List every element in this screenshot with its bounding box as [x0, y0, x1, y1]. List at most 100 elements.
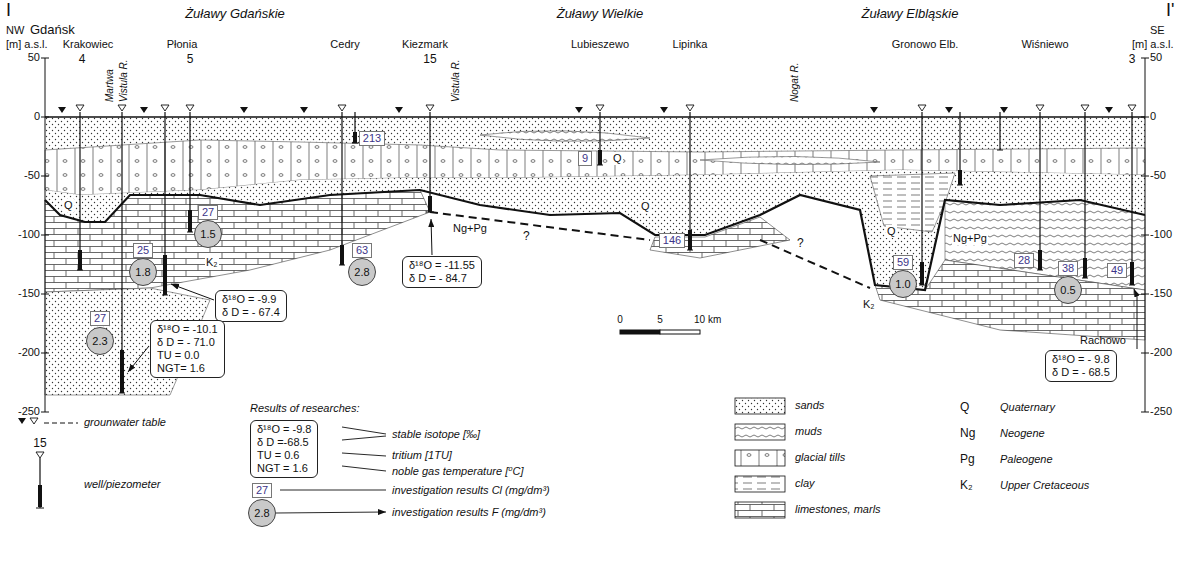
- axis-tick-label: -200: [18, 346, 40, 359]
- place-name: Gdańsk: [30, 22, 75, 37]
- legend-well-screen: [38, 485, 42, 507]
- limestone-left: [45, 190, 430, 292]
- chloride-value: 38: [1058, 261, 1078, 276]
- uncertain-mark: ?: [522, 229, 531, 243]
- axis-tick-label: -250: [1150, 405, 1172, 418]
- inferred-boundary: [430, 212, 870, 288]
- uncertain-mark: ?: [796, 236, 805, 250]
- unit-symbol: Q: [960, 400, 969, 414]
- node-text: 27: [94, 312, 106, 325]
- profile-end: I': [1166, 0, 1174, 20]
- region-name: Żuławy Elbląskie: [862, 6, 959, 21]
- ground-surface: [45, 116, 1145, 118]
- axis-tick-label: 0: [1150, 110, 1156, 123]
- leader-line: [171, 284, 214, 300]
- unit-symbol: Ng: [960, 426, 975, 440]
- node-text: 0.5: [1060, 284, 1075, 297]
- axis-ticks: [41, 58, 1149, 412]
- well-screen: [958, 170, 962, 185]
- well-name: Wiśniewo: [1021, 38, 1068, 51]
- isotope-result-box: δ¹⁸O = - 9.8δ D = - 68.5: [1045, 350, 1117, 382]
- legend-swatch-muds: [735, 424, 785, 440]
- river-name: Nogat R.: [789, 63, 801, 102]
- clay-body: [870, 173, 955, 232]
- node-text: δ D =-68.5: [257, 436, 311, 449]
- region-name: Żuławy Gdańskie: [185, 6, 285, 21]
- node-text: δ D = - 84.7: [409, 272, 475, 285]
- node-text: δ¹⁸O = -11.55: [409, 259, 475, 272]
- legend-label: stable isotope [‰]: [392, 428, 480, 441]
- chloride-value: 9: [578, 151, 592, 166]
- geology: [45, 117, 1145, 395]
- well-screen: [120, 350, 124, 393]
- chloride-value: 63: [352, 243, 372, 258]
- well-name: Lubieszewo: [571, 38, 629, 51]
- node-text: 49: [1111, 264, 1123, 277]
- legend-well-symbol: [36, 452, 44, 458]
- chloride-value: 27: [198, 205, 218, 220]
- node-text: NGT= 1.6: [157, 362, 218, 375]
- legend-label: Neogene: [1000, 427, 1045, 440]
- axis-tick-label: 50: [28, 51, 40, 64]
- well-screen: [428, 196, 432, 212]
- legend-label: noble gas temperature [⁰C]: [392, 465, 524, 478]
- node-text: δ D = - 71.0: [157, 336, 218, 349]
- node-text: 63: [356, 244, 368, 257]
- well-number: 3: [1129, 52, 1136, 66]
- well-name: Cedry: [330, 38, 359, 51]
- well-screen: [163, 255, 167, 295]
- well-number: 15: [423, 52, 436, 66]
- mud-lens: [700, 156, 880, 164]
- axis-unit: [m] a.s.l.: [1132, 38, 1174, 51]
- unit-symbol: Pg: [960, 452, 975, 466]
- node-text: 1.0: [895, 278, 910, 291]
- well-name: Gronowo Elb.: [892, 38, 959, 51]
- legend-label: Upper Cretaceous: [1000, 479, 1089, 492]
- quaternary-base-line: [45, 190, 1145, 290]
- scale-bar: [620, 330, 700, 334]
- legend-label: investigation results Cl (mg/dm³): [392, 484, 550, 497]
- direction-label: NW: [6, 24, 24, 37]
- legend-groundwater-symbol: [18, 418, 26, 424]
- unit-symbol: Q: [612, 152, 623, 165]
- scale-label: 10 km: [694, 314, 721, 326]
- water-table-marker: [76, 105, 1136, 111]
- legend-groundwater-line: [44, 423, 78, 424]
- legend-label: sands: [795, 399, 824, 412]
- scale-label: 5: [657, 314, 663, 326]
- chloride-value: 49: [1107, 263, 1127, 278]
- chloride-value: 25: [133, 243, 153, 258]
- profile-end: I: [6, 0, 11, 20]
- river-name: Martwa: [104, 69, 116, 102]
- well-name: Rachowo: [1080, 334, 1126, 347]
- legend-symbols: [18, 398, 785, 518]
- legend-chloride-box: 27: [252, 483, 272, 498]
- node-text: 38: [1062, 262, 1074, 275]
- unit-symbol: Ng+Pg: [952, 232, 988, 245]
- legend-fluoride-circle: 2.8: [248, 499, 276, 527]
- legend-label: limestones, marls: [795, 503, 881, 516]
- node-text: 2.8: [254, 507, 269, 520]
- isotope-result-box: δ¹⁸O = -9.9δ D = - 67.4: [215, 290, 287, 322]
- unit-symbol: Q: [63, 199, 74, 212]
- node-text: δ¹⁸O = -10.1: [157, 323, 218, 336]
- leader-line: [431, 219, 432, 255]
- well-name: Krakowiec: [63, 38, 114, 51]
- fluoride-value: 0.5: [1054, 276, 1082, 304]
- legend-label: investigation results F (mg/dm³): [392, 506, 546, 519]
- legend-heading: Results of researches:: [250, 402, 359, 415]
- legend-label: Paleogene: [1000, 453, 1053, 466]
- node-text: 1.5: [200, 228, 215, 241]
- node-text: δ¹⁸O = - 9.8: [1052, 353, 1110, 366]
- axis-tick-label: -100: [18, 228, 40, 241]
- scale-label: 0: [617, 314, 623, 326]
- mud-lens: [480, 131, 650, 142]
- node-text: 213: [363, 132, 381, 145]
- legend-label: clay: [795, 477, 815, 490]
- unit-symbol: Q: [640, 200, 651, 213]
- chloride-value: 59: [893, 255, 913, 270]
- depth-axes: [41, 58, 1149, 412]
- isotope-result-box: δ¹⁸O = -11.55δ D = - 84.7: [402, 256, 482, 288]
